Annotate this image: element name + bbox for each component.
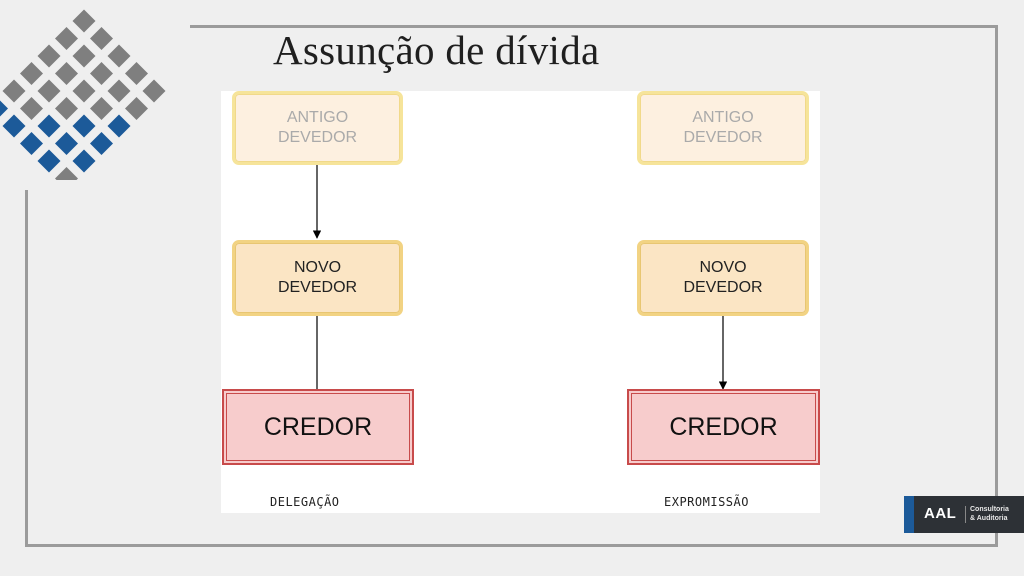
brand-tagline: Consultoria & Auditoria	[970, 506, 1009, 523]
logo-diamond	[90, 62, 113, 85]
logo-diamond	[125, 97, 148, 120]
logo-diamond	[55, 97, 78, 120]
logo-diamond	[20, 97, 43, 120]
credor-node-left: CREDOR	[222, 389, 414, 465]
slide-title: Assunção de dívida	[273, 27, 600, 73]
antigo-devedor-label-right: ANTIGO DEVEDOR	[683, 109, 763, 146]
brand-tagline-line2: & Auditoria	[970, 514, 1008, 522]
logo-diamond	[107, 44, 131, 68]
logo-diamond	[55, 132, 78, 155]
logo-diamond	[90, 132, 113, 155]
novo-devedor-node-right: NOVO DEVEDOR	[637, 240, 809, 316]
diagram-connectors	[312, 165, 728, 390]
logo-diamond	[20, 62, 43, 85]
logo-diamond	[72, 79, 96, 103]
logo-diamond	[142, 79, 166, 103]
logo-diamond	[0, 100, 8, 117]
logo-diamond	[107, 114, 131, 138]
logo-diamond	[2, 114, 26, 138]
logo-diamond	[37, 79, 61, 103]
credor-node-right: CREDOR	[627, 389, 820, 465]
brand-divider	[965, 506, 966, 523]
logo-diamond	[55, 62, 78, 85]
diagram-canvas: ANTIGO DEVEDOR NOVO DEVEDOR CREDOR DELEG…	[221, 91, 820, 513]
brand-stripe	[904, 496, 914, 533]
logo-diamond	[55, 27, 78, 50]
logo-diamond	[90, 27, 113, 50]
logo-diamond	[37, 149, 61, 173]
novo-devedor-node-left: NOVO DEVEDOR	[232, 240, 403, 316]
logo-diamond	[72, 149, 96, 173]
credor-label-right: CREDOR	[669, 412, 778, 441]
slide-frame	[25, 25, 998, 547]
logo-diamond	[37, 114, 61, 138]
antigo-devedor-node-right: ANTIGO DEVEDOR	[637, 91, 809, 165]
logo-diamond	[2, 79, 26, 103]
logo-diamond	[72, 44, 96, 68]
logo-diamond	[90, 97, 113, 120]
logo-diamond	[72, 9, 96, 33]
logo-diamond	[20, 132, 43, 155]
brand-tagline-line1: Consultoria	[970, 506, 1009, 513]
caption-expromissao: EXPROMISSÃO	[664, 495, 749, 509]
logo-diamond	[37, 44, 61, 68]
diamond-grid-logo-icon	[0, 9, 166, 180]
antigo-devedor-label-left: ANTIGO DEVEDOR	[277, 109, 358, 146]
brand-badge: AAL Consultoria & Auditoria	[904, 496, 1024, 533]
novo-devedor-label-right: NOVO DEVEDOR	[683, 259, 763, 296]
brand-name: AAL	[924, 505, 957, 522]
novo-devedor-label-left: NOVO DEVEDOR	[277, 259, 358, 296]
logo-diamond	[125, 62, 148, 85]
logo-diamond	[55, 167, 78, 180]
credor-label-left: CREDOR	[263, 412, 373, 441]
caption-delegacao: DELEGAÇÃO	[270, 495, 340, 509]
logo-diamond	[107, 79, 131, 103]
logo-diamond	[72, 114, 96, 138]
antigo-devedor-node-left: ANTIGO DEVEDOR	[232, 91, 403, 165]
